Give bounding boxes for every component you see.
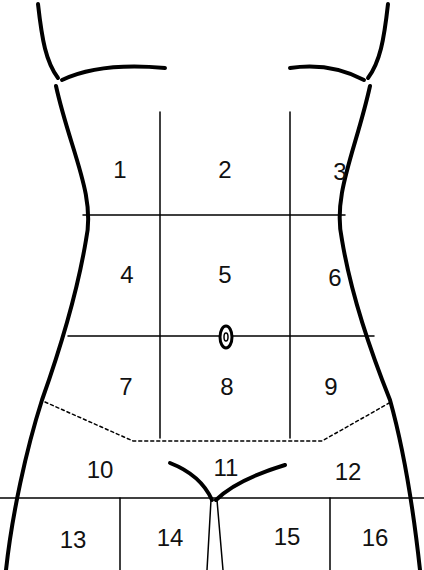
callout-number: 15 <box>274 525 301 549</box>
leg-line <box>217 500 223 570</box>
callout-number: 10 <box>87 458 114 482</box>
left-chest-line <box>62 67 165 81</box>
navel <box>224 333 228 341</box>
callout-number: 5 <box>218 263 231 287</box>
grid-line <box>83 214 345 216</box>
callout-number: 16 <box>362 526 389 550</box>
grid-line <box>289 112 291 438</box>
callout-number: 7 <box>119 375 132 399</box>
callout-number: 12 <box>335 460 362 484</box>
grid-line <box>329 498 331 570</box>
callout-number: 1 <box>113 158 126 182</box>
callout-number: 9 <box>324 375 337 399</box>
grid-line <box>159 112 161 438</box>
callout-number: 6 <box>328 266 341 290</box>
leg-line <box>207 500 211 570</box>
dotted-boundary <box>45 402 391 441</box>
right-chest-line <box>290 67 364 81</box>
callout-number: 3 <box>333 160 346 184</box>
groin-line <box>170 463 212 500</box>
navel <box>220 326 232 348</box>
callout-number: 8 <box>220 375 233 399</box>
left-arm-line <box>38 4 58 78</box>
callout-number: 2 <box>218 158 231 182</box>
callout-number: 11 <box>214 456 239 480</box>
right-arm-line <box>368 4 388 78</box>
callout-number: 4 <box>120 263 133 287</box>
grid-line <box>119 498 121 570</box>
callout-number: 14 <box>157 526 184 550</box>
callout-number: 13 <box>60 528 87 552</box>
